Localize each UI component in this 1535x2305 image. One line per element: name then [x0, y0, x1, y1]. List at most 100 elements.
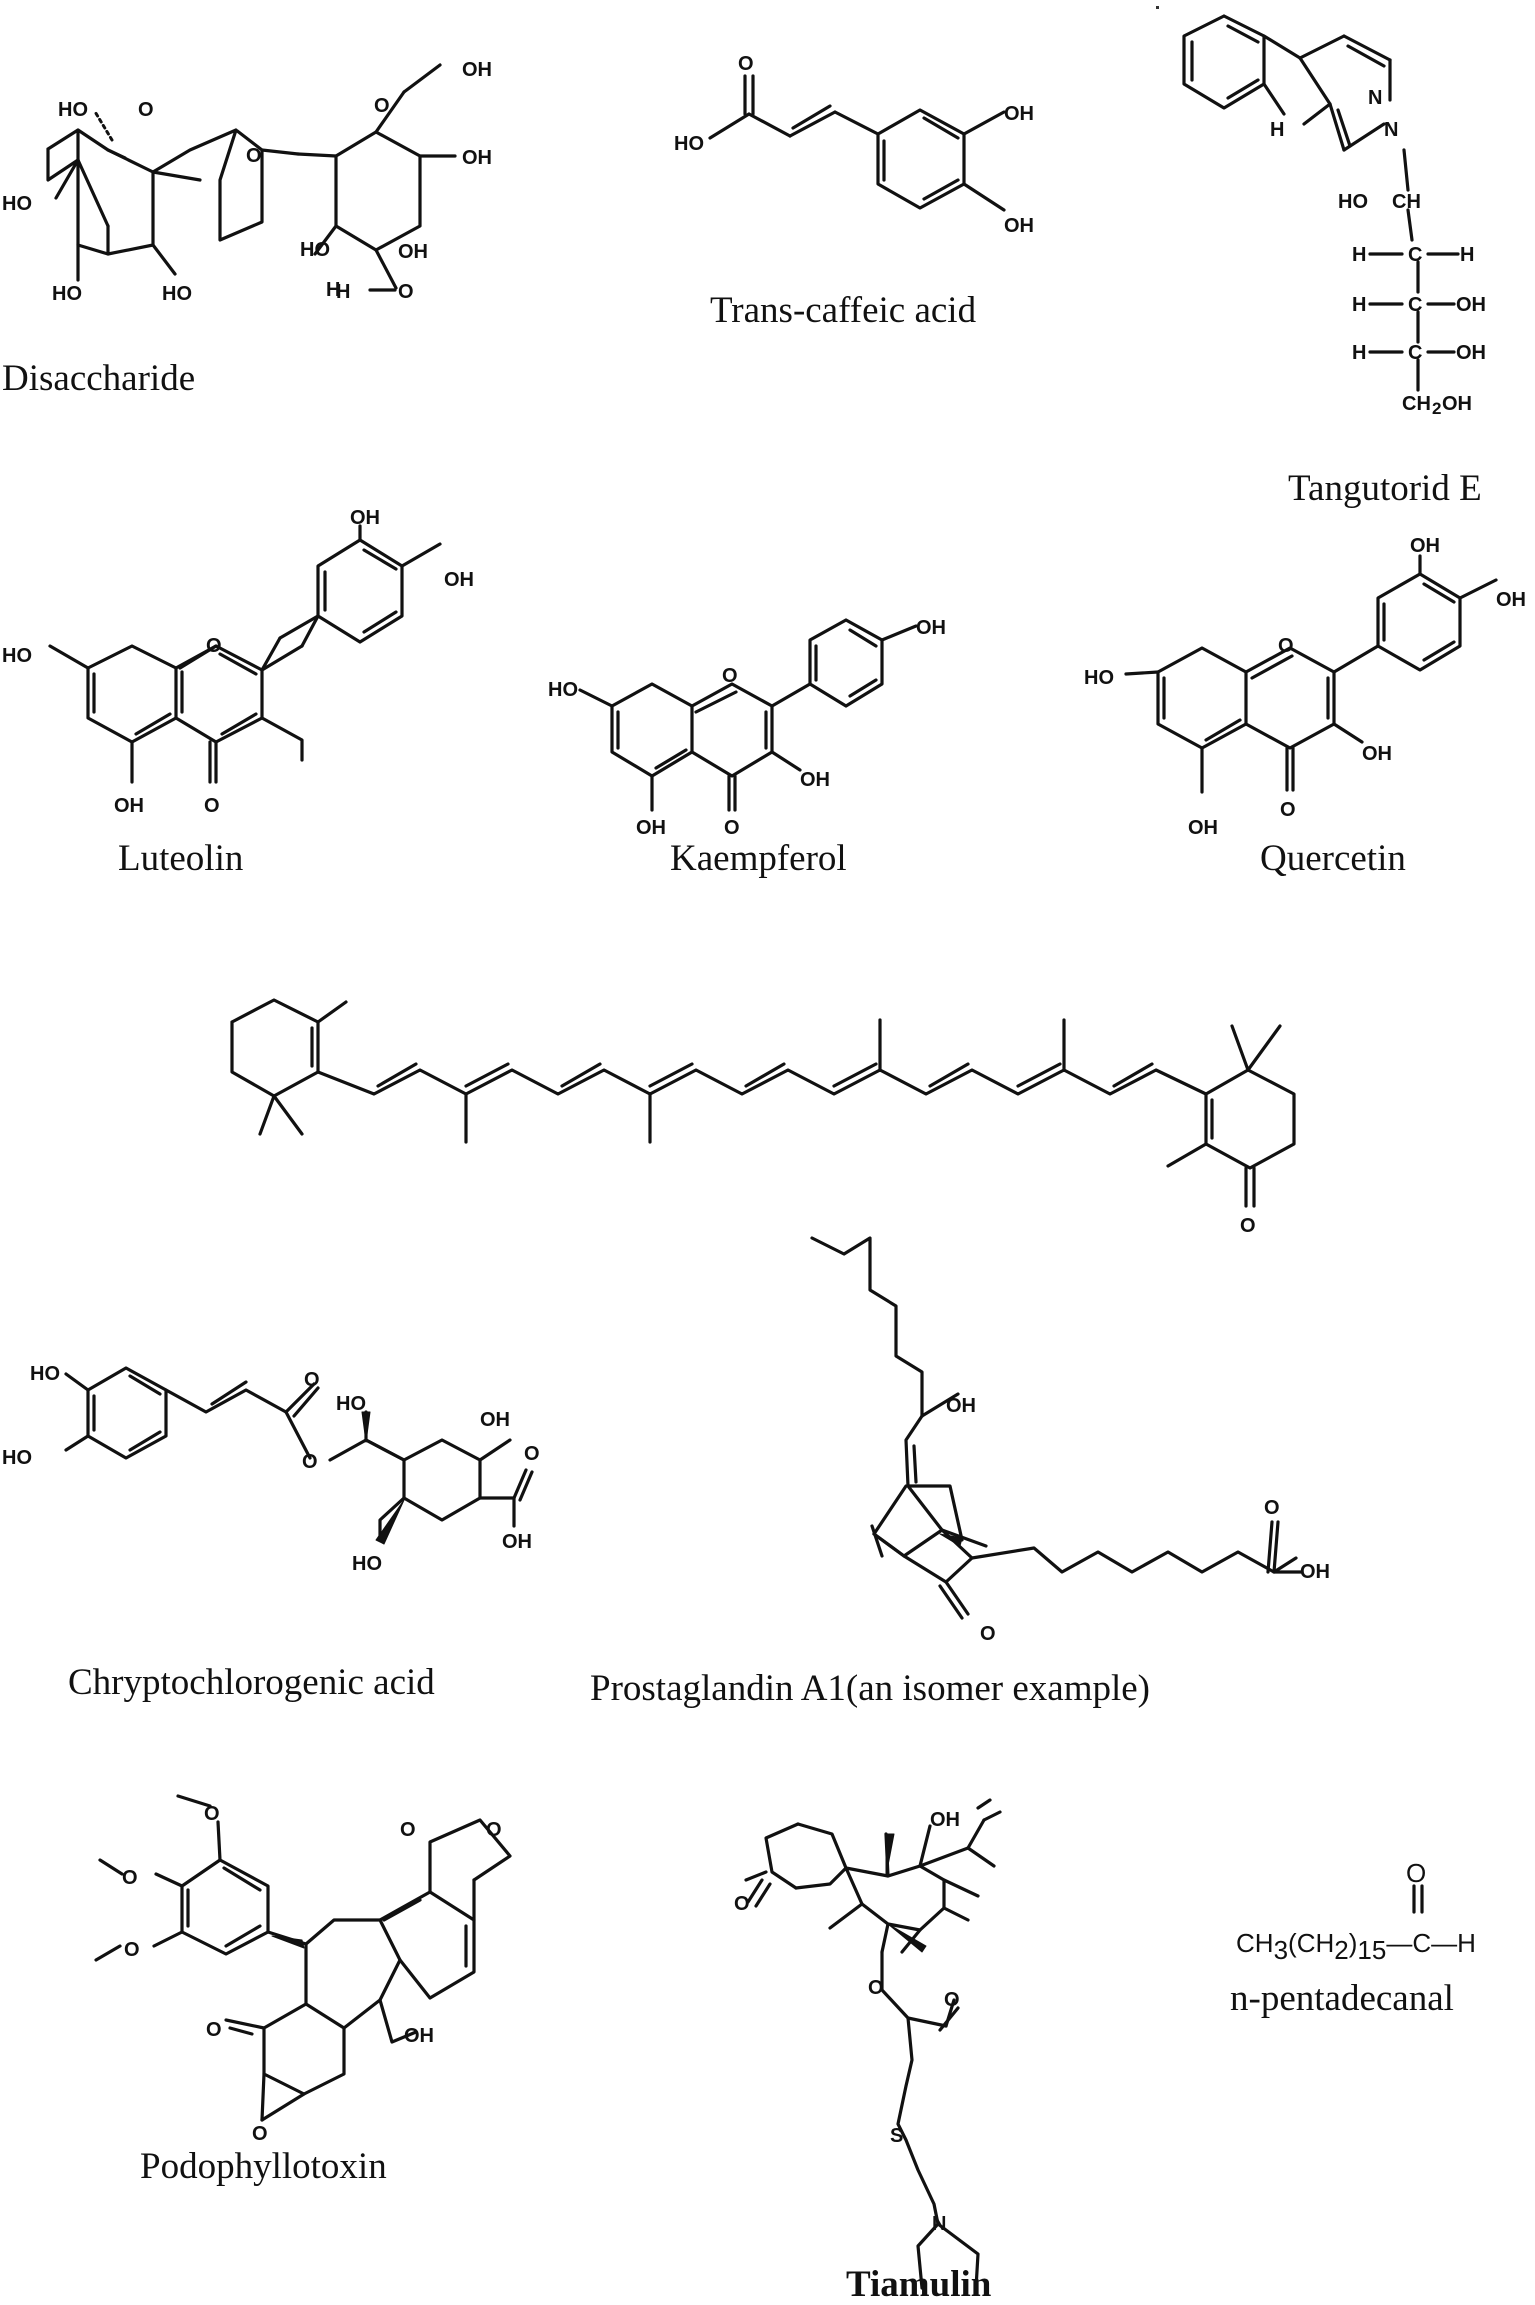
podophyllotoxin-atom: O: [400, 1819, 416, 1841]
kaempferol-atom: O: [722, 665, 738, 687]
tangutorid-atom: OH: [1442, 393, 1472, 415]
quercetin-atom: O: [1278, 635, 1294, 657]
quercetin-atom: HO: [1084, 667, 1114, 689]
disaccharide-atom: H: [336, 281, 350, 303]
kaempferol-atom: HO: [548, 679, 578, 701]
disaccharide-atom: HO: [2, 193, 32, 215]
podophyllotoxin-label: Podophyllotoxin: [140, 2146, 387, 2187]
cryptochlorogenic-atom: O: [302, 1451, 318, 1473]
cryptochlorogenic-atom: HO: [30, 1363, 60, 1385]
pentadecanal-formula: CH3(CH2)15—C—H: [1236, 1928, 1476, 1965]
luteolin-atom: OH: [350, 507, 380, 529]
caffeic-label: Trans-caffeic acid: [710, 290, 977, 331]
tiamulin-atom: S: [890, 2125, 903, 2147]
disaccharide-atom: O: [374, 95, 390, 117]
cryptochlorogenic-atom: OH: [502, 1531, 532, 1553]
pentadecanal-sub15: 15: [1357, 1935, 1386, 1965]
luteolin-label: Luteolin: [118, 838, 244, 879]
tangutorid-atom: OH: [1456, 342, 1486, 364]
quercetin-atom: OH: [1362, 743, 1392, 765]
pentadecanal-oxygen: O: [1406, 1858, 1426, 1888]
luteolin-atom: O: [206, 635, 222, 657]
kaempferol-atom: O: [724, 817, 740, 839]
tangutorid-atom: H: [1352, 294, 1366, 316]
carotenoid-atom: O: [1240, 1215, 1256, 1237]
pentadecanal-ch2: (CH: [1288, 1928, 1334, 1958]
podophyllotoxin-atom: O: [204, 1803, 220, 1825]
quercetin-atom: OH: [1188, 817, 1218, 839]
prostaglandin-atom: O: [980, 1623, 996, 1645]
kaempferol-atom: OH: [636, 817, 666, 839]
disaccharide-atom: HO: [162, 283, 192, 305]
cryptochlorogenic-atom: O: [524, 1443, 540, 1465]
tangutorid-atom: N: [1384, 119, 1398, 141]
disaccharide-atom: O: [246, 145, 262, 167]
prostaglandin-atom: OH: [946, 1395, 976, 1417]
disaccharide-atom: OH: [462, 59, 492, 81]
cryptochlorogenic-atom: HO: [336, 1393, 366, 1415]
tangutorid-atom: H: [1352, 244, 1366, 266]
podophyllotoxin-atom: O: [486, 1819, 502, 1841]
luteolin-atom: OH: [114, 795, 144, 817]
tangutorid-atom: CH: [1392, 191, 1421, 213]
cryptochlorogenic-atom: HO: [2, 1447, 32, 1469]
disaccharide-atom: OH: [462, 147, 492, 169]
tangutorid-label: Tangutorid E: [1288, 468, 1482, 509]
prostaglandin-label: Prostaglandin A1(an isomer example): [590, 1668, 1151, 1709]
podophyllotoxin-atom: O: [206, 2019, 222, 2041]
tiamulin-atom: O: [734, 1893, 750, 1915]
disaccharide-atom: OH: [398, 241, 428, 263]
quercetin-label: Quercetin: [1260, 838, 1406, 879]
tangutorid-atom: H: [1460, 244, 1474, 266]
quercetin-atom: O: [1280, 799, 1296, 821]
tangutorid-atom: OH: [1456, 294, 1486, 316]
caffeic-atom: HO: [674, 133, 704, 155]
podophyllotoxin-atom: OH: [404, 2025, 434, 2047]
cryptochlorogenic-atom: HO: [352, 1553, 382, 1575]
kaempferol-atom: OH: [916, 617, 946, 639]
tiamulin-label: Tiamulin: [846, 2264, 992, 2305]
pentadecanal-tail: —C—H: [1386, 1928, 1476, 1958]
caffeic-atom: OH: [1004, 103, 1034, 125]
podophyllotoxin-atom: O: [124, 1939, 140, 1961]
tangutorid-atom: CH: [1402, 393, 1431, 415]
disaccharide-atom: H: [326, 279, 340, 301]
tiamulin-atom: OH: [930, 1809, 960, 1831]
tiamulin-atom: O: [868, 1977, 884, 1999]
disaccharide-atom: O: [138, 99, 154, 121]
cryptochlorogenic-atom: OH: [480, 1409, 510, 1431]
disaccharide-atom: HO: [58, 99, 88, 121]
tangutorid-atom: C: [1408, 244, 1422, 266]
luteolin-atom: O: [204, 795, 220, 817]
podophyllotoxin-atom: O: [122, 1867, 138, 1889]
prostaglandin-atom: O: [1264, 1497, 1280, 1519]
luteolin-atom: HO: [2, 645, 32, 667]
disaccharide-label: Disaccharide: [2, 358, 196, 399]
tangutorid-atom: N: [1368, 87, 1382, 109]
tiamulin-atom: O: [944, 1989, 960, 2011]
cryptochlorogenic-atom: O: [304, 1369, 320, 1391]
podophyllotoxin-atom: O: [252, 2123, 268, 2145]
tangutorid-atom: 2: [1432, 399, 1441, 418]
quercetin-atom: OH: [1410, 535, 1440, 557]
pentadecanal-sub2: 2: [1334, 1935, 1348, 1965]
tangutorid-atom: H: [1352, 342, 1366, 364]
kaempferol-label: Kaempferol: [670, 838, 847, 879]
luteolin-atom: OH: [444, 569, 474, 591]
tangutorid-atom: C: [1408, 342, 1422, 364]
kaempferol-atom: OH: [800, 769, 830, 791]
pentadecanal-close: ): [1349, 1928, 1358, 1958]
